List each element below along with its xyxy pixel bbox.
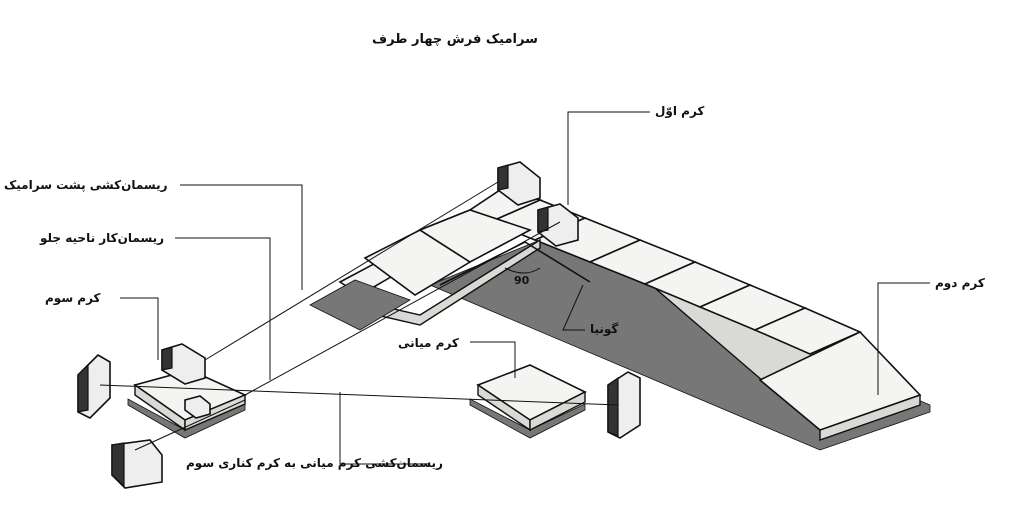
label-angle: 90 — [514, 274, 530, 287]
leader-lines — [120, 111, 930, 465]
label-string-behind: ریسمان‌کشی پشت سرامیک — [4, 178, 168, 192]
label-square-tool: گونیا — [590, 322, 619, 336]
third-tile — [127, 343, 248, 439]
strings — [99, 181, 619, 451]
middle-tile — [469, 364, 587, 439]
stake-bricks — [77, 353, 641, 489]
label-string-middle-to-third: ریسمان‌کشی کرم میانی به کرم کناری سوم — [186, 456, 443, 470]
corner-bricks — [497, 161, 579, 247]
diagram-title: سرامیک فرش چهار طرف — [372, 32, 538, 47]
label-first-tile: کرم اوّل — [655, 104, 705, 118]
label-second-tile: کرم دوم — [935, 276, 985, 290]
label-string-front: ریسمان‌کار ناحیه جلو — [40, 231, 165, 245]
angle-arc — [504, 267, 541, 274]
right-tile-row — [428, 199, 931, 451]
square-tool-outline — [439, 241, 591, 286]
label-middle-tile: کرم میانی — [398, 336, 459, 350]
label-third-tile: کرم سوم — [45, 291, 101, 305]
